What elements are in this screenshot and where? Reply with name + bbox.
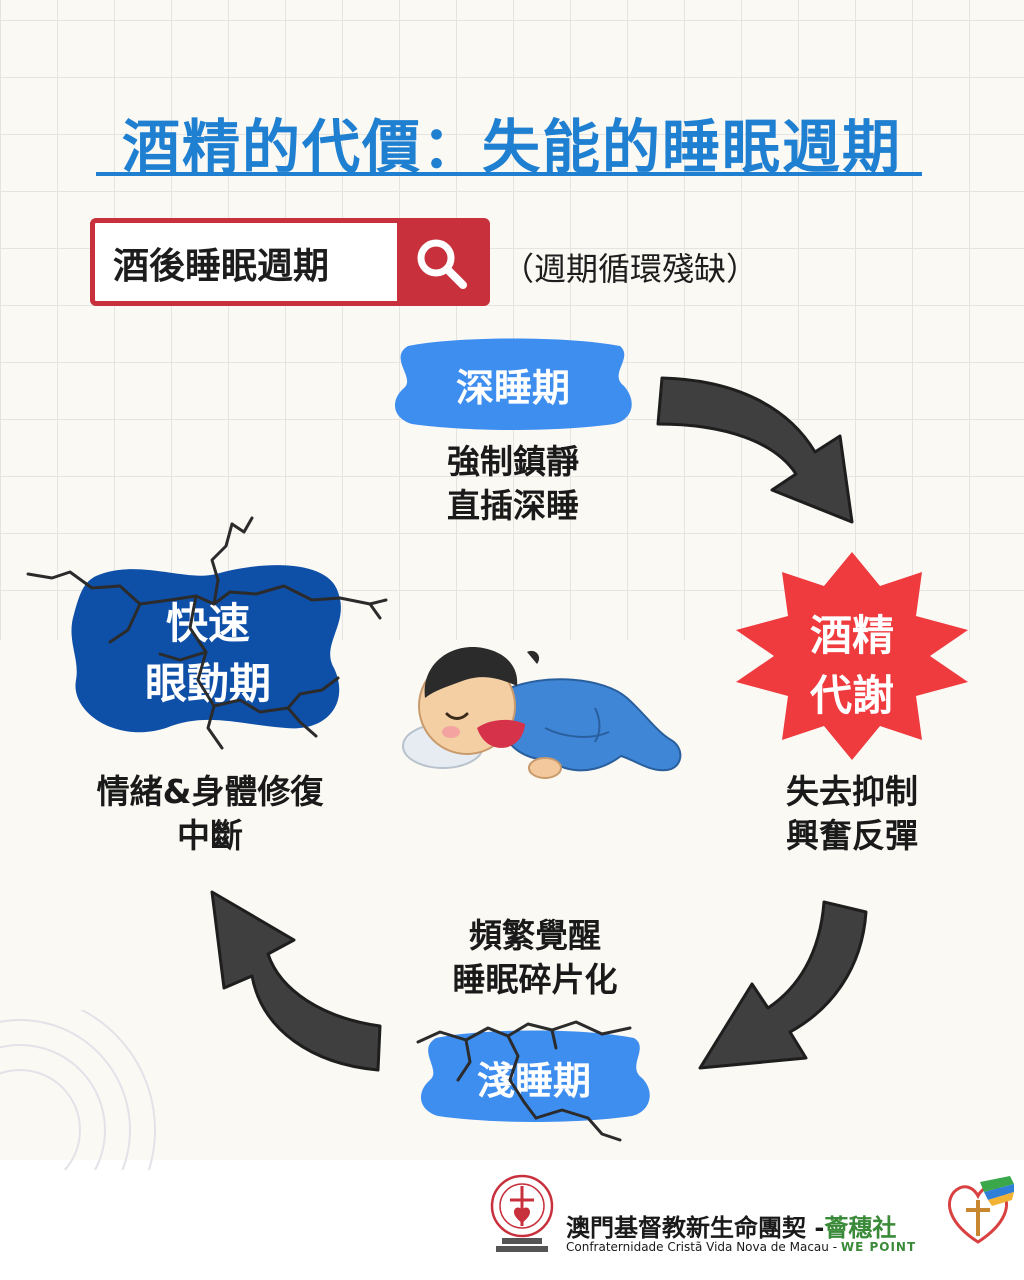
light-sleep-label: 淺睡期 <box>476 1059 591 1103</box>
rem-sleep-desc-2: 中斷 <box>177 816 243 855</box>
metabolism-star <box>736 552 968 760</box>
metabolism-desc-1: 失去抑制 <box>786 772 918 811</box>
search-icon <box>417 239 467 289</box>
deep-sleep-label: 深睡期 <box>455 366 570 410</box>
org-brand-pt: WE POINT <box>840 1240 917 1254</box>
org-name-pt-text: Confraternidade Cristã Vida Nova de Maca… <box>566 1240 838 1254</box>
rem-sleep-desc-1: 情緒&身體修復 <box>96 772 324 811</box>
metabolism-desc-2: 興奮反彈 <box>786 816 918 855</box>
org-name-cn-text: 澳門基督教新生命團契 - <box>566 1214 825 1242</box>
light-sleep-desc-1: 頻繁覺醒 <box>469 916 601 955</box>
we-point-logo <box>948 1176 1014 1244</box>
title-underline <box>96 172 922 176</box>
sleeping-person-illustration <box>402 647 682 779</box>
org-name-portuguese: Confraternidade Cristã Vida Nova de Maca… <box>566 1240 916 1254</box>
rem-sleep-label-2: 眼動期 <box>144 659 271 708</box>
light-sleep-desc-2: 睡眠碎片化 <box>452 960 618 999</box>
arrow-light-to-rem <box>210 890 382 1072</box>
metabolism-label-2: 代謝 <box>809 671 894 720</box>
org-brand-cn: 薈穗社 <box>824 1214 897 1242</box>
arrow-metabolism-to-light <box>698 900 868 1070</box>
fellowship-logo <box>490 1174 554 1252</box>
org-name-chinese: 澳門基督教新生命團契 -薈穗社 <box>566 1208 896 1243</box>
search-box[interactable]: 酒後睡眠週期 <box>90 218 490 306</box>
page-title: 酒精的代價：失能的睡眠週期 <box>121 113 902 181</box>
search-query: 酒後睡眠週期 <box>113 246 330 287</box>
search-button[interactable] <box>397 223 485 301</box>
metabolism-label-1: 酒精 <box>809 611 894 660</box>
deep-sleep-desc-1: 強制鎮靜 <box>447 442 579 481</box>
deep-sleep-blob <box>394 338 632 430</box>
decorative-arcs <box>0 1010 156 1170</box>
rem-sleep-label-1: 快速 <box>165 599 250 648</box>
arrow-deep-to-metabolism <box>656 376 854 524</box>
deep-sleep-desc-2: 直插深睡 <box>447 486 579 525</box>
subtitle: （週期循環殘缺） <box>502 250 759 288</box>
